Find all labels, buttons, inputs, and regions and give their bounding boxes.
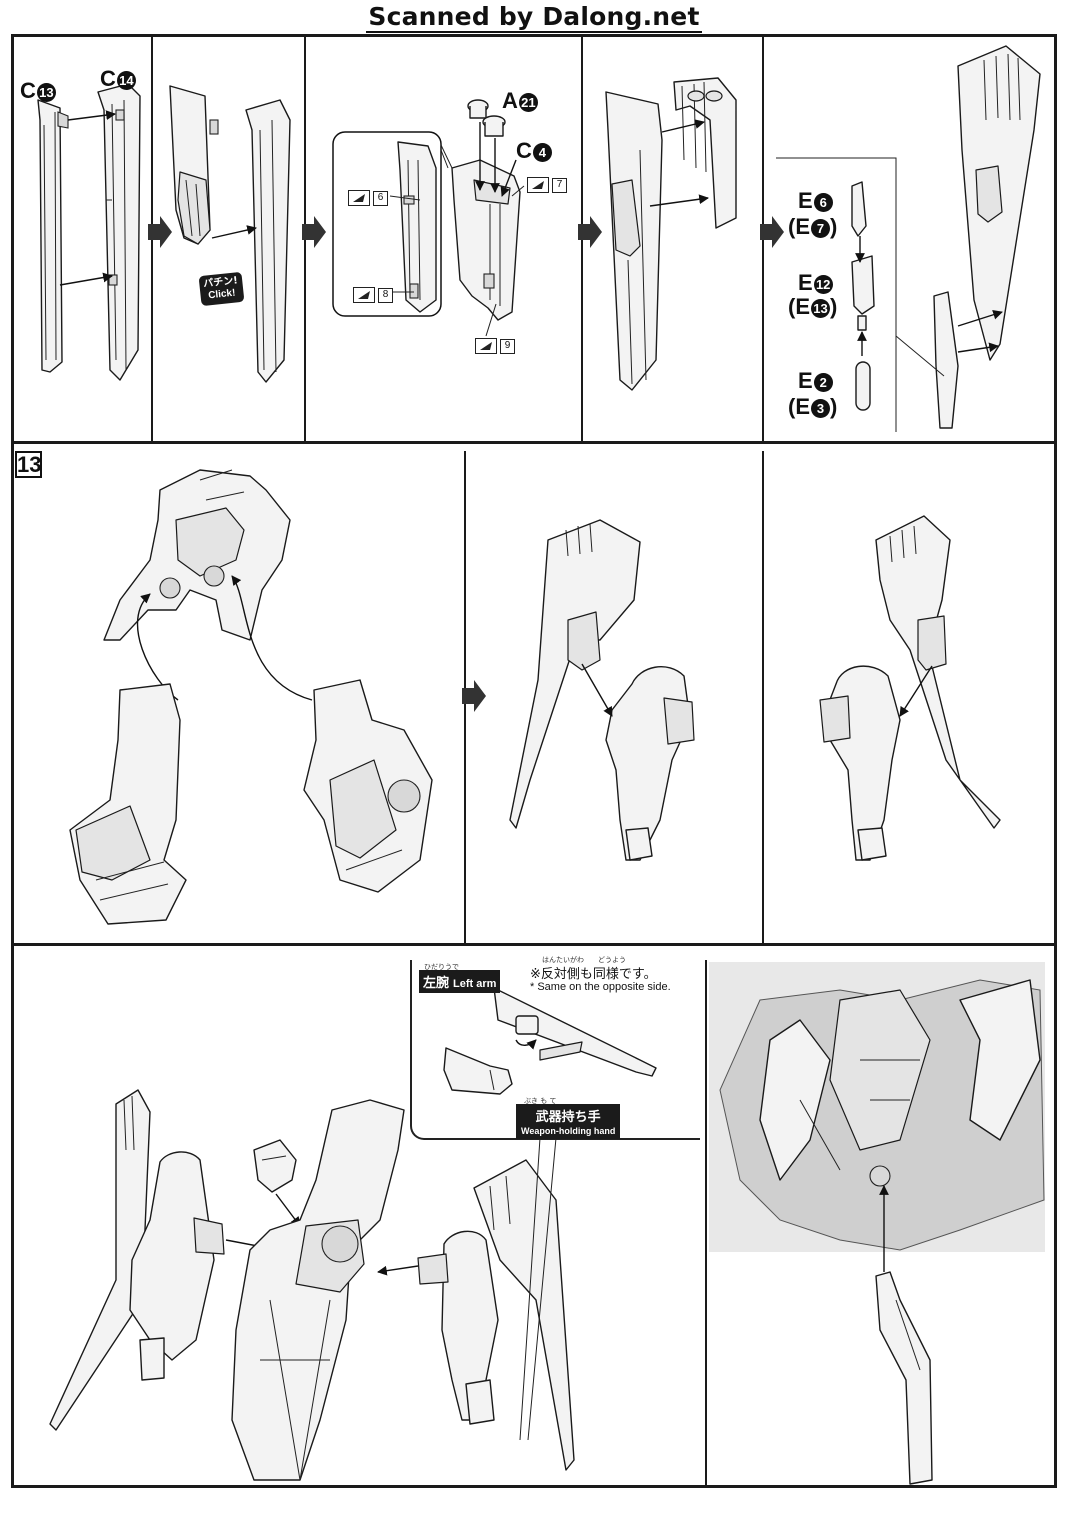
- weapon-hand-ruby: ぶき も て: [524, 1097, 557, 1105]
- grip-part-e2: [855, 361, 871, 411]
- sticker-tag-number: 6: [373, 191, 388, 206]
- left-shield-arm-assembly: [49, 1089, 225, 1431]
- model-photo: [709, 962, 1045, 1252]
- divider: [705, 960, 707, 1485]
- left-arm-ruby: ひだりうで: [424, 963, 459, 971]
- shield-back-right: [673, 77, 737, 229]
- shield-with-arm-left: [819, 515, 1001, 861]
- flow-arrow: [302, 216, 326, 248]
- sticker-tag-icon: [527, 177, 549, 193]
- detail-inset-box: [332, 131, 442, 317]
- weapon-hand-detail: [443, 987, 657, 1095]
- thruster-nozzles-a21: [467, 99, 506, 137]
- inner-panel: [397, 141, 437, 313]
- flow-arrow: [578, 216, 602, 248]
- right-shield-arm-assembly: [417, 1159, 575, 1471]
- bottom-panel-frame: [11, 943, 1057, 1488]
- shield-subassembly: [169, 85, 219, 245]
- opposite-note-en: * Same on the opposite side.: [530, 981, 671, 993]
- torso-backpack: [103, 469, 291, 641]
- shield-final: [957, 45, 1041, 361]
- grip-assembled: [933, 291, 959, 429]
- opposite-note-jp: ※反対側も同様です。: [530, 967, 657, 982]
- binder-right: [303, 679, 433, 893]
- sticker-tag-number: 7: [552, 178, 567, 193]
- main-body: [231, 1099, 405, 1481]
- thruster-housing: [451, 159, 521, 321]
- flow-arrow: [462, 680, 486, 712]
- step-number: 13: [15, 451, 42, 478]
- shield-part-c14: [97, 83, 141, 381]
- shield-main-body: [245, 99, 291, 383]
- weapon-hand-label: 武器持ち手 Weapon-holding hand: [516, 1104, 621, 1139]
- head-unit: [253, 1139, 297, 1193]
- grip-part-e6: [851, 181, 867, 237]
- grip-part-e12: [851, 255, 875, 331]
- opposite-note-ruby: はんたいがわ どうよう: [542, 956, 626, 964]
- binder-left: [69, 683, 187, 925]
- sticker-tag-icon: [475, 338, 497, 354]
- grip-insert-detail: [875, 1271, 933, 1485]
- flow-arrow: [760, 216, 784, 248]
- shield-assembled-left: [605, 91, 663, 391]
- click-badge: パチン! Click!: [198, 271, 245, 307]
- watermark: Scanned by Dalong.net: [366, 2, 702, 33]
- divider: [762, 451, 764, 943]
- sticker-tag-icon: [353, 287, 375, 303]
- note-box: [410, 960, 700, 1140]
- flow-arrow: [148, 216, 172, 248]
- sticker-tag-number: 8: [378, 288, 393, 303]
- sticker-tag-icon: [348, 190, 370, 206]
- shield-with-arm-right: [509, 519, 695, 861]
- shield-part-c13: [37, 99, 69, 373]
- sticker-tag-number: 9: [500, 339, 515, 354]
